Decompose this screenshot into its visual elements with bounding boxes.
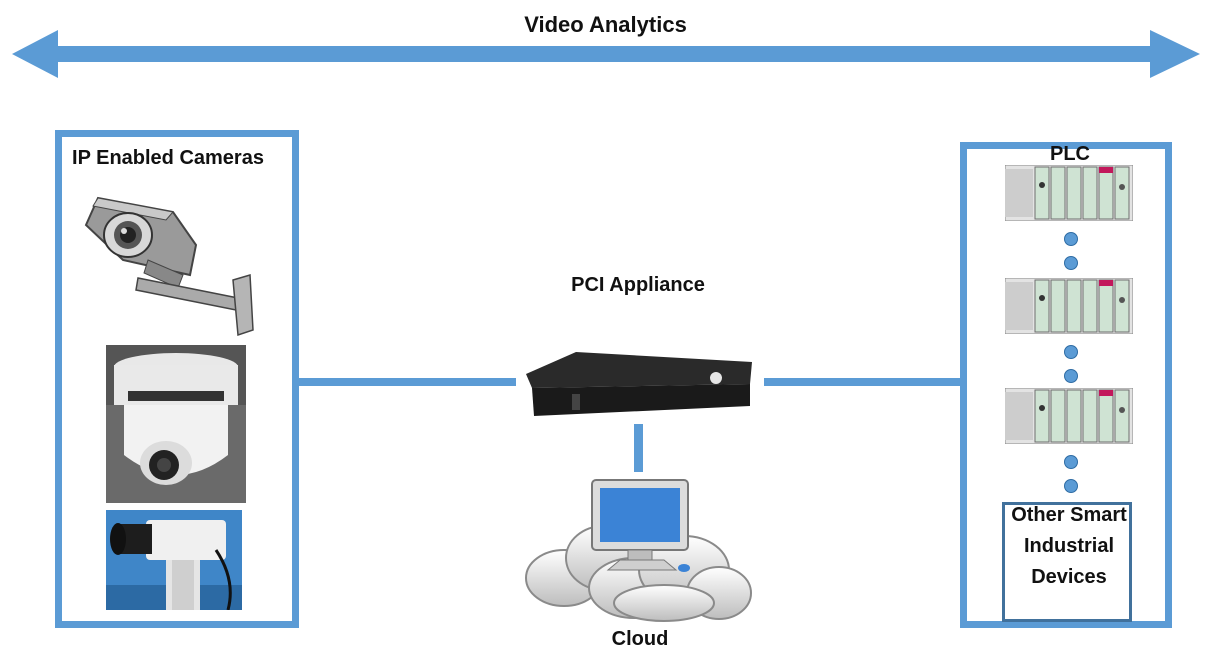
appliance-to-plc-line (764, 378, 962, 386)
ellipsis-dot (1064, 232, 1078, 246)
other-devices-box (1002, 502, 1132, 622)
ellipsis-dot (1064, 369, 1078, 383)
plc-group-box (960, 142, 1172, 628)
plc-rack-icon (1005, 388, 1133, 444)
cameras-label: IP Enabled Cameras (72, 147, 264, 169)
ellipsis-dot (1064, 345, 1078, 359)
plc-label: PLC (1050, 143, 1090, 165)
cloud-label: Cloud (611, 628, 669, 650)
plc-rack-icon (1005, 278, 1133, 334)
double-arrow-icon (12, 30, 1200, 78)
cloud-computer-icon (525, 479, 752, 622)
ellipsis-dot (1064, 455, 1078, 469)
appliance-to-cloud-line (634, 424, 643, 472)
camera-to-appliance-line (298, 378, 516, 386)
other-devices-label: Other Smart Industrial Devices (1011, 504, 1127, 588)
box-camera-icon (106, 510, 242, 610)
ellipsis-dot (1064, 256, 1078, 270)
appliance-icon (526, 352, 752, 416)
dome-camera-icon (106, 345, 246, 503)
plc-rack-icon (1005, 165, 1133, 221)
diagram-title: Video Analytics (524, 12, 687, 37)
bullet-camera-icon (84, 196, 254, 337)
appliance-label: PCI Appliance (571, 274, 705, 296)
camera-group-box (55, 130, 299, 628)
ellipsis-dot (1064, 479, 1078, 493)
